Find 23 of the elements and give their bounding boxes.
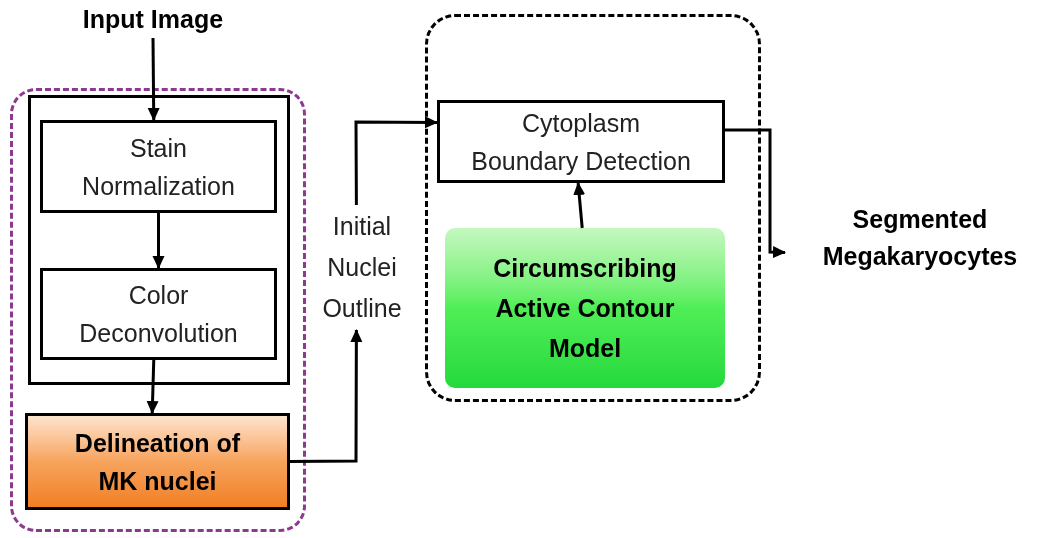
arrow (147, 38, 160, 121)
dashed-group-outline (425, 14, 761, 402)
process-box (40, 268, 277, 360)
dashed-group-outline (10, 88, 306, 532)
arrow (354, 116, 438, 205)
box-label: Delineation of MK nuclei (73, 427, 242, 497)
arrow (152, 213, 165, 269)
box-label: Segmented Megakaryocytes (821, 204, 1019, 272)
process-box (437, 100, 725, 183)
container-box (28, 95, 290, 385)
box-label: Circumscribing Active Contour Model (492, 253, 678, 364)
box-label: Stain Normalization (81, 132, 236, 202)
arrow (725, 128, 786, 259)
arrow (573, 182, 586, 229)
box-label: Color Deconvolution (78, 280, 239, 349)
box-label: Input Image (82, 4, 224, 36)
process-box (445, 228, 725, 388)
arrow (146, 359, 159, 414)
arrow (290, 329, 363, 463)
process-box (40, 120, 277, 213)
process-box (25, 413, 290, 510)
box-label: Cytoplasm Boundary Detection (470, 107, 692, 177)
box-label: Initial Nuclei Outline (321, 211, 403, 324)
